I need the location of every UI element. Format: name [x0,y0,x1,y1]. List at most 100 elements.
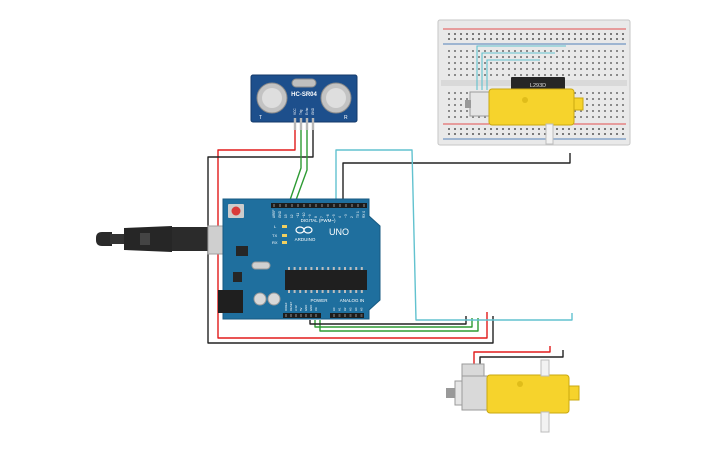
wire-motor-black[interactable] [479,350,564,364]
digital-pin[interactable] [327,204,329,207]
digital-pin[interactable] [363,204,365,207]
rail-hole [454,128,456,130]
power-jack[interactable] [218,290,243,313]
rail-hole [526,33,528,35]
analog-pin[interactable] [355,314,357,317]
breadboard-hole [586,68,588,70]
breadboard-hole [496,74,498,76]
sensor-pin[interactable] [311,118,315,130]
breadboard-hole [466,56,468,58]
breadboard-hole [502,50,504,52]
breadboard-hole [598,104,600,106]
digital-pin-header[interactable] [271,203,367,208]
breadboard-hole [448,50,450,52]
power-pin[interactable] [290,314,292,317]
power-pin[interactable] [305,314,307,317]
analog-pin-header[interactable] [330,313,364,318]
chip-leg [321,267,324,270]
chip-leg [304,290,307,293]
breadboard-hole [580,74,582,76]
rail-hole [478,38,480,40]
sensor-pin-label: Echo [305,108,309,115]
analog-pin-label: A0 [332,307,336,311]
breadboard-hole [448,62,450,64]
chip-leg [316,267,318,270]
breadboard-hole [532,68,534,70]
sensor-pin[interactable] [305,118,309,130]
digital-pin[interactable] [297,204,299,207]
digital-pin[interactable] [345,204,347,207]
digital-pin[interactable] [351,204,353,207]
breadboard-hole [508,62,510,64]
breadboard-hole [466,68,468,70]
wire-power-green-2[interactable] [319,318,479,332]
motor-driver-chip[interactable]: L293D [511,77,565,91]
power-pin[interactable] [285,314,287,317]
rail-hole [448,33,450,35]
digital-pin[interactable] [273,204,275,207]
digital-pin[interactable] [357,204,359,207]
voltage-regulator [233,272,242,282]
wire-digital-cyan[interactable] [335,149,573,321]
analog-pin[interactable] [338,314,341,317]
power-pin[interactable] [295,314,297,317]
breadboard-hole [460,56,462,58]
usb-cable[interactable] [96,225,229,255]
analog-pin[interactable] [333,314,335,317]
breadboard-hole [586,50,588,52]
breadboard-hole [616,116,618,118]
chip-leg [288,267,290,270]
dc-motor-top[interactable] [465,88,584,145]
analog-pin[interactable] [344,314,346,317]
digital-pin[interactable] [333,204,335,207]
digital-pin-label: 8 [314,216,318,218]
analog-pin[interactable] [360,314,363,317]
breadboard-hole [622,68,624,70]
rail-hole [532,133,534,135]
chip-leg [293,290,296,293]
digital-pin[interactable] [321,204,323,207]
rail-hole [514,128,516,130]
breadboard-top-rail [443,28,626,45]
rail-hole [610,33,612,35]
digital-pin[interactable] [303,204,305,207]
analog-header-label: ANALOG IN [340,298,365,303]
breadboard-hole [490,74,492,76]
digital-pin[interactable] [285,204,287,207]
breadboard-hole [460,98,462,100]
digital-pin[interactable] [309,204,311,207]
sensor-pin[interactable] [293,118,297,130]
breadboard-hole [562,68,564,70]
digital-pin[interactable] [339,204,341,207]
rail-hole [514,33,516,35]
digital-pin[interactable] [315,204,317,207]
dc-motor-bottom[interactable] [446,359,580,433]
breadboard-hole [568,68,570,70]
digital-pin[interactable] [279,204,281,207]
wire-motor-red[interactable] [473,346,551,364]
rail-hole [496,133,498,135]
breadboard-hole [496,50,498,52]
breadboard-hole [598,74,600,76]
rail-hole [616,38,618,40]
sensor-pin[interactable] [299,118,303,130]
wire-digital-to-breadboard[interactable] [342,153,571,203]
digital-pin[interactable] [291,204,293,207]
led-label-tx: TX [272,233,277,238]
rail-hole [460,128,462,130]
analog-pin[interactable] [349,314,352,317]
rail-hole [448,38,450,40]
breadboard-hole [460,116,462,118]
power-pin[interactable] [300,314,302,317]
analog-pin-label: A5 [360,307,364,311]
breadboard-hole [538,56,540,58]
breadboard-hole [502,56,504,58]
sensor-pin-label: VCC [293,108,297,115]
breadboard-hole [580,68,582,70]
power-pin[interactable] [315,314,317,317]
breadboard-hole [496,62,498,64]
power-pin[interactable] [310,314,312,317]
